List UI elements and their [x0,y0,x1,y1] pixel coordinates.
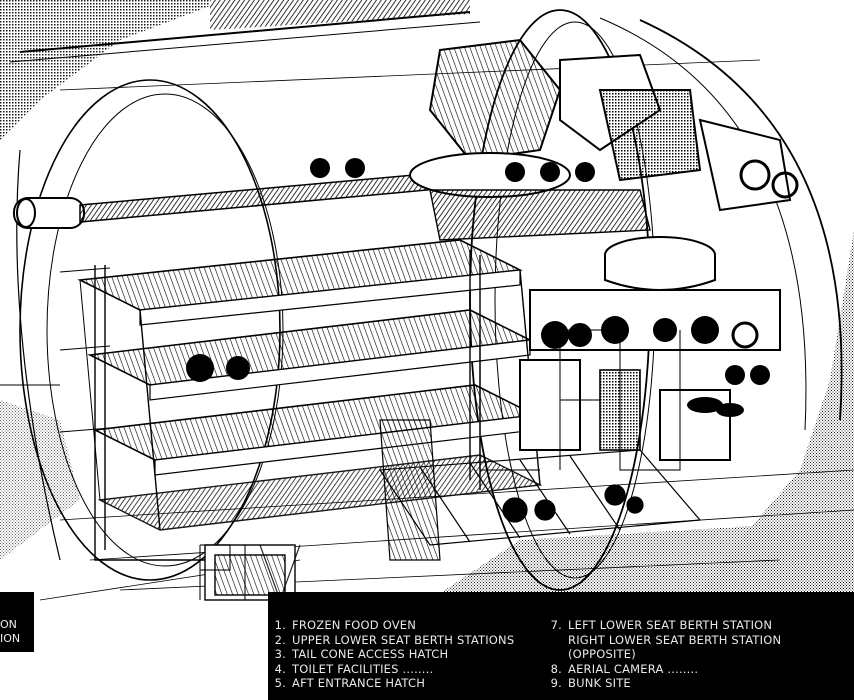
legend-label: TOILET FACILITIES ........ [292,661,434,676]
left-stipple-region [0,400,80,560]
legend-number: 5. [274,676,286,691]
left-legend-line: ION [0,632,21,645]
floor-framing [378,419,702,561]
berth-support-frames [94,250,481,601]
legend-number: 8. [550,661,562,676]
legend-label: (OPPOSITE) [568,647,636,662]
legend-label: BUNK SITE [568,676,631,691]
legend-number: 2. [274,632,286,647]
legend-label: RIGHT LOWER SEAT BERTH STATION [568,632,782,647]
legend-number: 4. [274,661,286,676]
left-legend-fragment: ON ION [0,592,34,652]
legend-item: 7. LEFT LOWER SEAT BERTH STATION [544,618,854,633]
tie-rod [13,169,471,229]
legend-item: 2. UPPER LOWER SEAT BERTH STATIONS [268,633,558,648]
legend-item: 3. TAIL CONE ACCESS HATCH [268,647,558,662]
seat-berth-stack [77,239,543,531]
legend-column-left: 1. FROZEN FOOD OVEN 2. UPPER LOWER SEAT BE… [268,618,558,691]
legend-item: 8. AERIAL CAMERA ........ [544,662,854,677]
upper-skin-hatching [0,0,854,140]
legend-label: AERIAL CAMERA ........ [568,661,699,676]
legend-label: TAIL CONE ACCESS HATCH [292,647,449,662]
legend-label: FROZEN FOOD OVEN [292,618,417,632]
upper-equipment-cluster [310,38,799,241]
legend-label: AFT ENTRANCE HATCH [292,676,426,691]
legend-number: 3. [274,647,286,662]
left-legend-line: ON [0,618,17,631]
aerial-camera-station [519,236,781,461]
legend-label: UPPER LOWER SEAT BERTH STATIONS [292,632,515,647]
legend-item: 9. BUNK SITE [544,676,854,691]
legend-number: 1. [274,618,286,632]
legend-column-right: 7. LEFT LOWER SEAT BERTH STATION RIGHT LO… [544,618,854,691]
legend-number: 9. [550,676,562,691]
ghost-lettering-overlay [199,329,681,602]
legend-number: 7. [550,618,562,632]
legend-item: 5. AFT ENTRANCE HATCH [268,676,558,691]
legend-item: (OPPOSITE) [544,647,854,662]
legend-item: 4. TOILET FACILITIES ........ [268,662,558,677]
callout-legend: 1. FROZEN FOOD OVEN 2. UPPER LOWER SEAT BE… [268,592,854,700]
legend-item: RIGHT LOWER SEAT BERTH STATION [544,633,854,648]
legend-label: LEFT LOWER SEAT BERTH STATION [568,618,773,632]
callout-leaders [0,267,111,433]
legend-item: 1. FROZEN FOOD OVEN [268,618,558,633]
